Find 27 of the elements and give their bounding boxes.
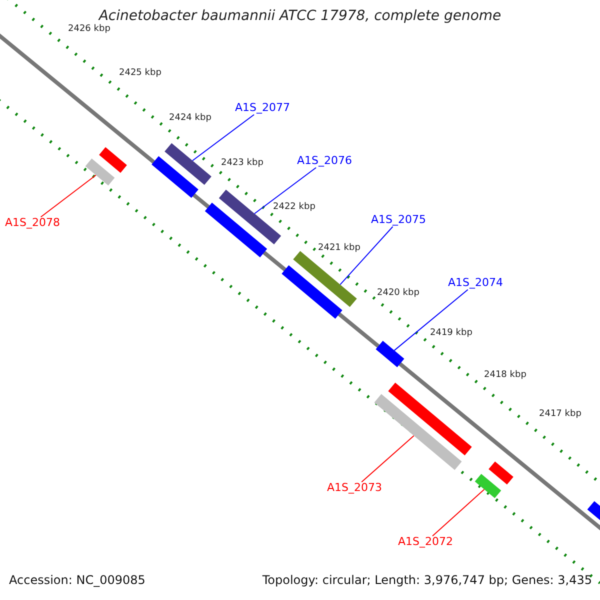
gene-label: A1S_2077: [235, 102, 290, 115]
gene-label: A1S_2075: [371, 214, 426, 227]
gene-label: A1S_2076: [297, 155, 352, 168]
leader-line: [394, 289, 468, 351]
scale-label: 2426 kbp: [68, 24, 110, 34]
scale-label: 2422 kbp: [273, 202, 316, 212]
scale-label: 2423 kbp: [221, 158, 264, 168]
leader-line: [432, 488, 485, 536]
scale-label: 2421 kbp: [318, 243, 360, 254]
gene-label: A1S_2073: [327, 482, 382, 495]
accession-text: Accession: NC_009085: [9, 574, 146, 588]
scale-label: 2418 kbp: [484, 370, 526, 380]
gene-label: A1S_2074: [448, 277, 503, 290]
scale-label: 2420 kbp: [377, 288, 420, 298]
title: Acinetobacter baumannii ATCC 17978, complete genome: [97, 8, 502, 24]
leader-line: [361, 435, 414, 482]
leader-line: [340, 226, 394, 286]
gene-label: A1S_2072: [398, 536, 453, 549]
scale-label: 2424 kbp: [169, 113, 212, 124]
leader-line: [192, 114, 255, 162]
scale-label: 2419 kbp: [430, 328, 472, 338]
leader-line: [254, 167, 317, 214]
gene-label: A1S_2078: [5, 217, 60, 230]
scale-label: 2417 kbp: [539, 409, 582, 420]
genome-info-text: Topology: circular; Length: 3,976,747 bp; Genes: 3,435: [262, 574, 592, 588]
leader-line: [40, 174, 96, 218]
scale-label: 2425 kbp: [119, 68, 162, 78]
